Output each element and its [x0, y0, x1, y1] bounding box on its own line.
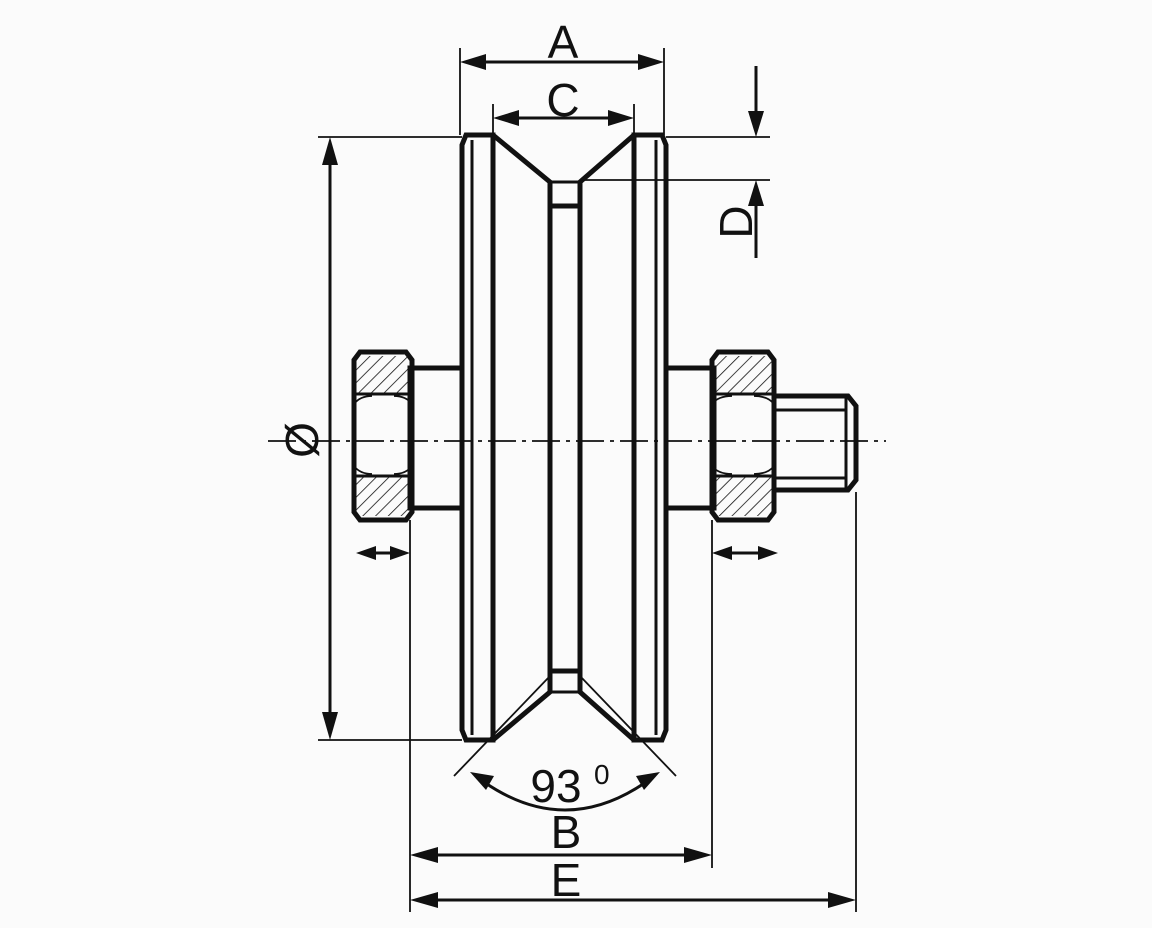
dimension-d-label: D: [710, 205, 762, 238]
angle-degree-mark: 0: [594, 759, 610, 790]
dimension-diameter-label: Ø: [276, 422, 328, 458]
angle-value: 93: [530, 760, 581, 812]
groove-bottom: [547, 203, 583, 674]
dimension-b-label: B: [551, 806, 582, 858]
left-axle-stub: [407, 365, 465, 511]
dimension-e-label: E: [551, 854, 582, 906]
left-nut-width-arrow: [356, 546, 410, 560]
dimension-d: D: [580, 66, 770, 258]
dimension-c: C: [492, 74, 635, 135]
dimension-a: A: [459, 16, 665, 135]
wheel-body: [459, 132, 669, 743]
dimension-diameter: Ø: [276, 136, 462, 741]
left-rim: [459, 132, 496, 743]
dimension-angle: 93 0: [453, 675, 677, 812]
right-axle-stub: [663, 365, 717, 511]
dimension-a-label: A: [548, 16, 579, 68]
right-nut: [709, 349, 777, 523]
right-nut-width-arrow: [712, 546, 778, 560]
left-nut: [351, 349, 415, 523]
dimension-e: E: [410, 492, 857, 912]
dimension-b: B: [409, 520, 713, 912]
right-flank: [577, 133, 636, 742]
dimension-c-label: C: [546, 74, 579, 126]
threaded-bolt-end: [772, 393, 859, 493]
left-flank: [491, 133, 553, 742]
right-rim: [631, 132, 669, 743]
